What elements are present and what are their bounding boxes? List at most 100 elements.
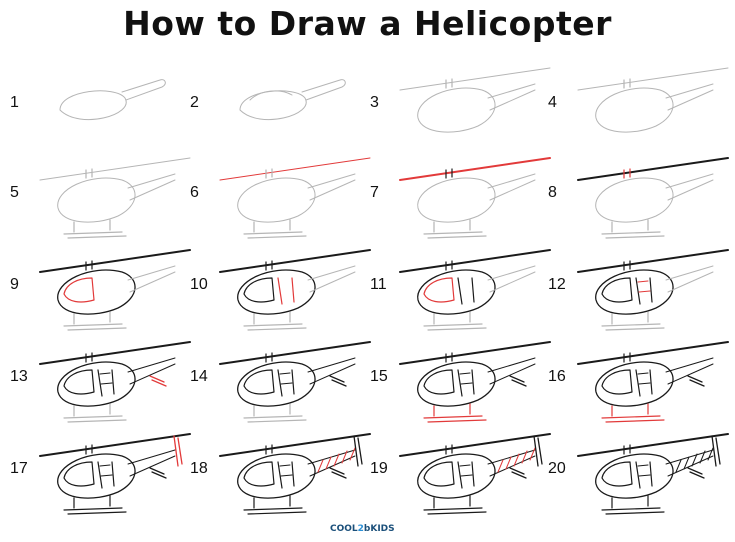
step-cell: 3 (370, 60, 551, 152)
stabilizer (149, 375, 167, 387)
helicopter-drawing (399, 433, 551, 515)
helicopter-drawing (39, 249, 191, 331)
cockpit-window (601, 277, 633, 303)
cockpit-window (63, 277, 95, 303)
tail-boom-sketch (121, 79, 166, 101)
tail-boom (307, 173, 356, 201)
rotor-mast (445, 78, 453, 89)
helicopter-drawing (39, 157, 191, 239)
main-rotor (219, 433, 371, 457)
main-rotor (39, 157, 191, 181)
step-cell: 12 (548, 242, 729, 334)
helicopter-drawing (39, 341, 191, 423)
step-cell: 6 (190, 150, 371, 242)
skids (601, 231, 665, 239)
cockpit-window (63, 369, 95, 395)
rotor-mast (265, 168, 273, 179)
door-frame (97, 369, 115, 397)
rotor-mast (445, 444, 453, 455)
helicopter-drawing (577, 67, 729, 133)
door-frame (635, 277, 653, 305)
skid-struts (611, 219, 649, 233)
door-frame (277, 277, 295, 305)
main-rotor (39, 341, 191, 365)
skid-struts (611, 495, 649, 509)
skids (423, 415, 487, 423)
fuselage (595, 177, 674, 223)
boom-truss (497, 459, 504, 473)
cockpit-window (243, 369, 275, 395)
main-rotor (39, 249, 191, 273)
rotor-mast (623, 352, 631, 363)
stabilizer (687, 467, 705, 479)
skids (423, 323, 487, 331)
rotor-mast (85, 168, 93, 179)
fuselage (237, 453, 316, 499)
helicopter-drawing (399, 341, 551, 423)
step-cell: 20 (548, 426, 729, 518)
skids (423, 231, 487, 239)
tail-boom (127, 173, 176, 201)
main-rotor (399, 341, 551, 365)
step-number: 8 (548, 184, 557, 201)
main-rotor (399, 433, 551, 457)
step-cell: 4 (548, 60, 729, 152)
skid-struts (73, 311, 111, 325)
cockpit-window (423, 461, 455, 487)
skid-struts (73, 219, 111, 233)
main-rotor (219, 157, 371, 181)
stabilizer (149, 467, 167, 479)
tail-boom (307, 265, 356, 293)
fuselage (417, 87, 496, 133)
tail-boom (665, 173, 714, 201)
skid-struts (433, 311, 471, 325)
main-rotor (577, 249, 729, 273)
tail-boom (665, 357, 714, 385)
cockpit-window (423, 277, 455, 303)
step-number: 12 (548, 276, 566, 293)
rotor-mast (623, 168, 631, 179)
tail-boom (127, 265, 176, 293)
step-number: 17 (10, 460, 28, 477)
boom-truss (707, 447, 714, 461)
helicopter-drawing (39, 433, 191, 515)
helicopter-drawing (399, 67, 551, 133)
skid-struts (253, 219, 291, 233)
fuselage (417, 361, 496, 407)
stabilizer (329, 467, 347, 479)
step-number: 5 (10, 184, 19, 201)
door-frame (277, 461, 295, 489)
tail-boom (127, 449, 176, 477)
window-frame (279, 372, 293, 385)
skids (63, 323, 127, 331)
cockpit-window (243, 277, 275, 303)
main-rotor (577, 67, 729, 91)
fuselage (417, 453, 496, 499)
skid-struts (611, 311, 649, 325)
rotor-mast (445, 168, 453, 179)
skids (601, 507, 665, 515)
step-cell: 18 (190, 426, 371, 518)
helicopter-drawing (399, 157, 551, 239)
cockpit-window (63, 461, 95, 487)
tail-boom (127, 357, 176, 385)
step-number: 11 (370, 276, 387, 293)
skids (243, 231, 307, 239)
door-frame (457, 277, 475, 305)
helicopter-drawing (219, 433, 371, 515)
step-cell: 1 (10, 60, 185, 152)
boom-truss (333, 453, 340, 467)
tail-boom (487, 83, 536, 111)
stabilizer (509, 467, 527, 479)
rotor-mast (623, 444, 631, 455)
door-frame (635, 369, 653, 397)
cockpit-window (243, 461, 275, 487)
helicopter-drawing (577, 433, 729, 515)
step-number: 7 (370, 184, 379, 201)
step-cell: 15 (370, 334, 551, 426)
step-number: 20 (548, 460, 566, 477)
skids (243, 507, 307, 515)
stabilizer (329, 375, 347, 387)
window-frame (637, 464, 651, 477)
skids (601, 415, 665, 423)
